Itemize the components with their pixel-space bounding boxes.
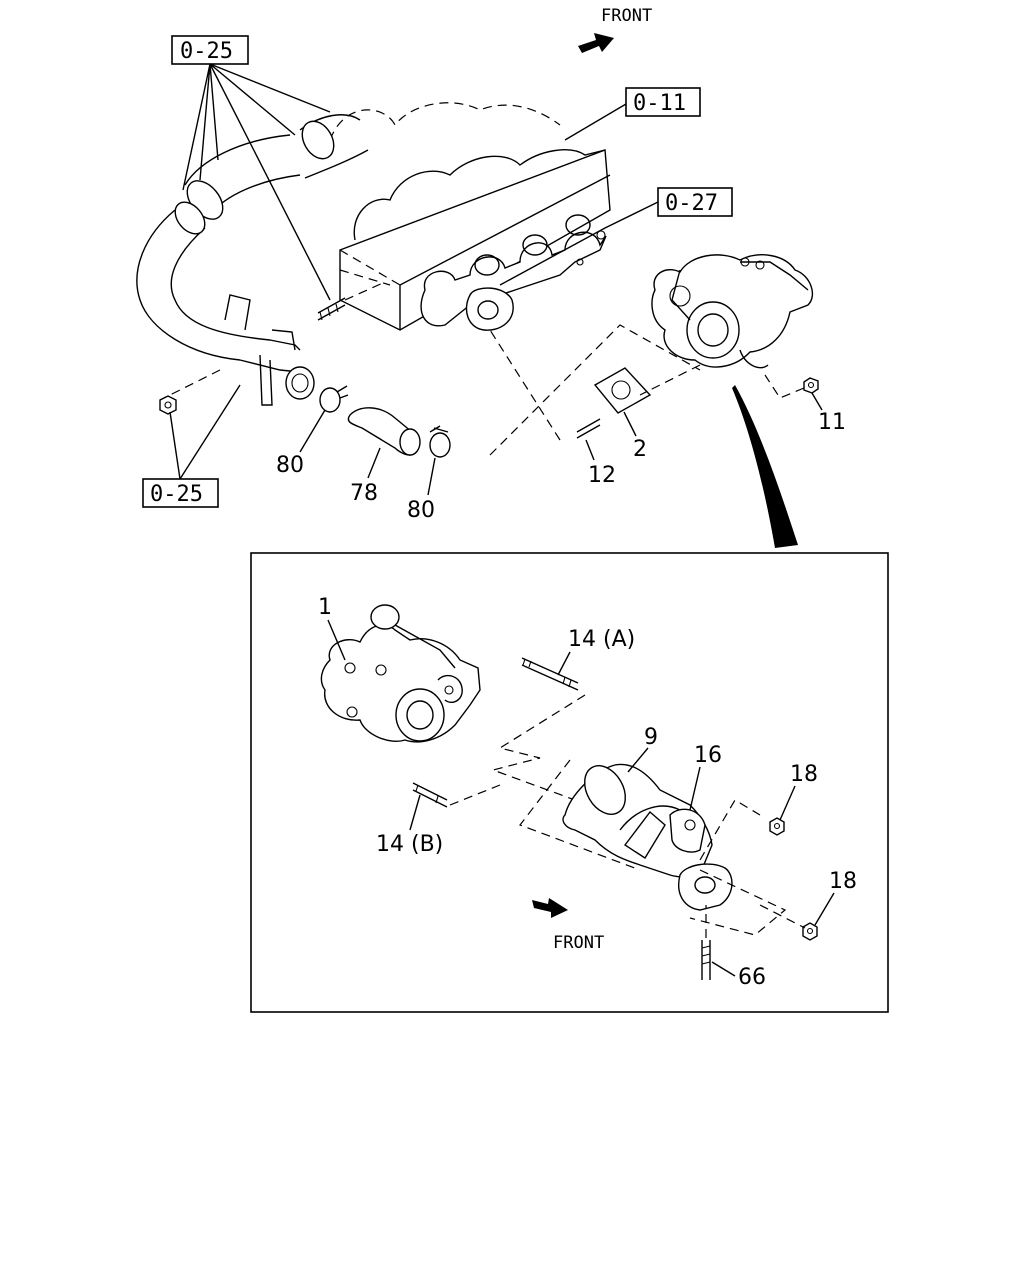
exhaust-pipe-detail-illustration — [519, 759, 787, 936]
hose-and-clamps-illustration — [319, 324, 701, 458]
ref-0-25-bottom-text: 0-25 — [150, 482, 203, 507]
flange-bolt-illustration — [159, 395, 177, 415]
callout-14a: 14 (A) — [568, 627, 635, 652]
leader-0-11 — [564, 103, 627, 141]
callout-11: 11 — [818, 410, 846, 435]
detail-fasteners-illustration — [701, 817, 818, 980]
front-arrow-top-icon — [578, 33, 614, 53]
callout-18-upper: 18 — [790, 762, 818, 787]
clamp-80-left-icon — [319, 387, 341, 413]
ref-0-25-top-text: 0-25 — [180, 39, 233, 64]
detail-pointer-icon — [732, 385, 798, 548]
ref-0-11-text: 0-11 — [633, 91, 686, 116]
front-label-detail: FRONT — [553, 933, 604, 953]
stud-14a-illustration — [490, 657, 586, 801]
nut-18-lower-icon — [802, 922, 818, 941]
callout-14b: 14 (B) — [376, 832, 443, 857]
detail-callouts: 1 14 (A) 9 16 18 14 (B) 18 66 — [318, 595, 857, 990]
reference-0-11[interactable]: 0-11 — [625, 87, 701, 117]
turbocharger-upper-illustration — [651, 254, 813, 369]
callout-80-right: 80 — [407, 498, 435, 523]
callout-12: 12 — [588, 463, 616, 488]
nut-18-upper-icon — [769, 817, 785, 836]
reference-0-27[interactable]: 0-27 — [657, 187, 733, 217]
front-indicator-top: FRONT — [578, 6, 652, 53]
intake-pipe-illustration — [136, 114, 386, 406]
callout-2: 2 — [633, 437, 647, 462]
clamp-80-right-icon — [429, 432, 451, 458]
front-indicator-detail: FRONT — [532, 898, 604, 953]
front-label-top: FRONT — [601, 6, 652, 26]
leaders-0-25-bottom — [169, 384, 241, 480]
leaders-0-25-top — [182, 63, 331, 301]
gasket-2-icon — [593, 367, 652, 414]
reference-0-25-top[interactable]: 0-25 — [171, 35, 249, 65]
turbocharger-detail-illustration — [320, 604, 481, 743]
callout-9: 9 — [644, 725, 658, 750]
stud-14b-illustration — [412, 782, 501, 808]
callout-80-left: 80 — [276, 453, 304, 478]
callout-1: 1 — [318, 595, 332, 620]
callout-16: 16 — [694, 743, 722, 768]
callout-78: 78 — [350, 481, 378, 506]
detail-frame — [250, 552, 889, 1013]
stud-66-icon — [701, 940, 711, 980]
upper-fasteners-illustration — [489, 329, 819, 441]
reference-0-25-bottom[interactable]: 0-25 — [142, 478, 219, 508]
leader-0-27 — [499, 201, 659, 286]
engine-block-illustration — [329, 102, 611, 331]
callout-66: 66 — [738, 965, 766, 990]
upper-callouts: 11 2 12 80 78 80 — [276, 392, 846, 523]
ref-0-27-text: 0-27 — [665, 191, 718, 216]
callout-18-lower: 18 — [829, 869, 857, 894]
front-arrow-detail-icon — [532, 898, 568, 918]
